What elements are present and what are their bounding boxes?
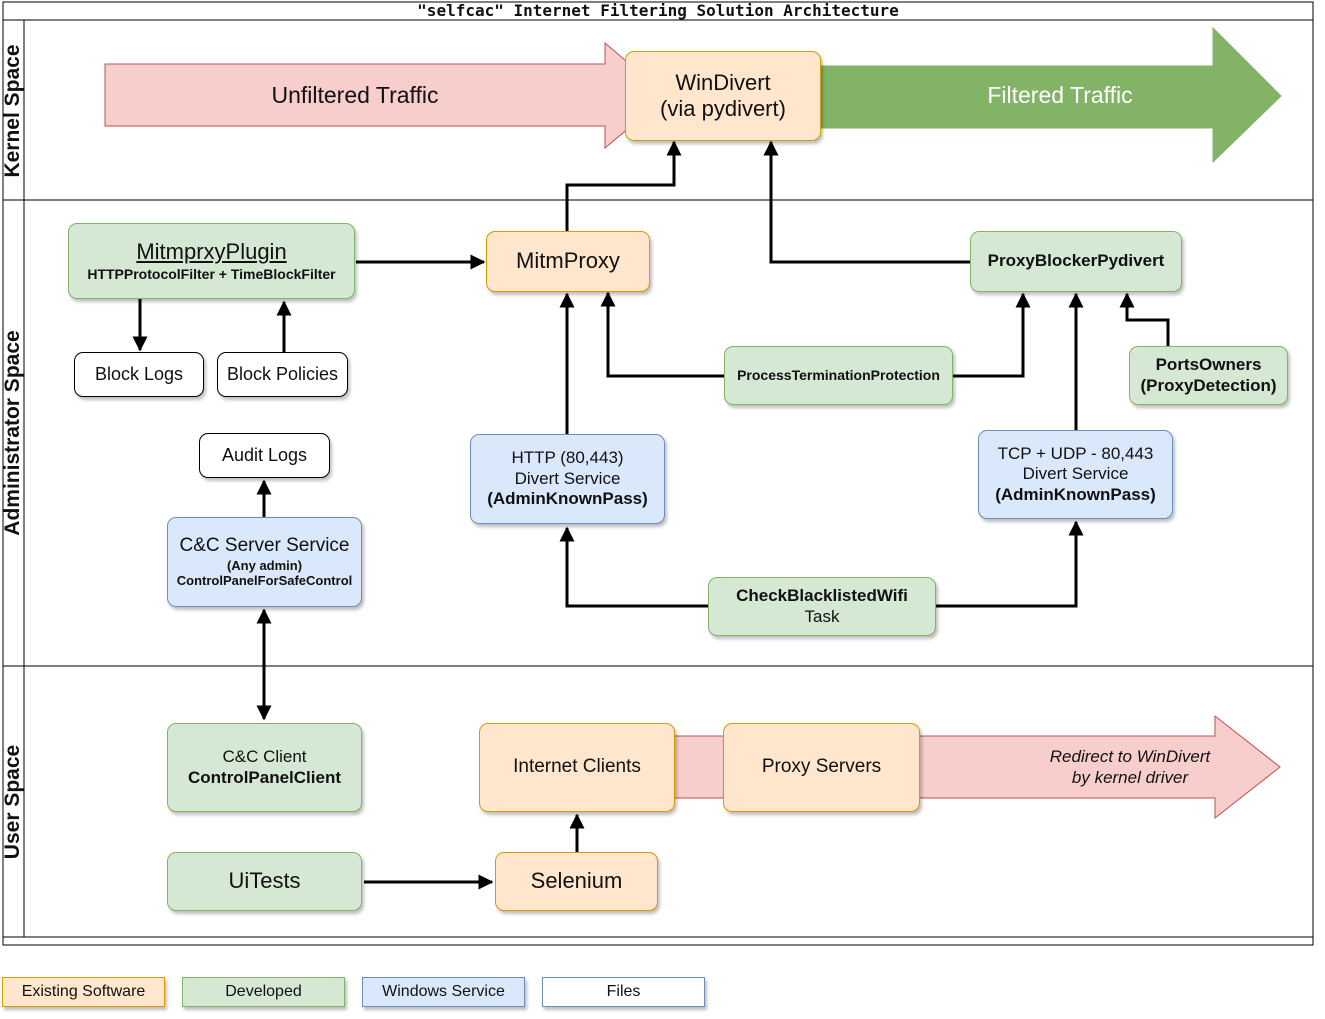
portsowners-name: PortsOwners xyxy=(1155,355,1262,375)
redirect-label-line2: by kernel driver xyxy=(1071,768,1189,787)
audit-logs-name: Audit Logs xyxy=(221,444,308,465)
check-wifi-node: CheckBlacklistedWifi Task xyxy=(708,577,936,636)
http-divert-line1: HTTP (80,443) xyxy=(511,448,624,468)
process-termination-node: ProcessTerminationProtection xyxy=(724,346,953,405)
redirect-label: Redirect to WinDivert by kernel driver xyxy=(1005,746,1255,788)
legend-service: Windows Service xyxy=(362,977,525,1007)
connector-wifi-to-httpdivert xyxy=(559,526,708,608)
legend-existing: Existing Software xyxy=(2,977,165,1007)
lane-label-admin: Administrator Space xyxy=(1,330,24,536)
proxy-servers-node: Proxy Servers xyxy=(723,723,920,812)
tcp-divert-line3: (AdminKnownPass) xyxy=(995,484,1156,504)
proxyblocker-name: ProxyBlockerPydivert xyxy=(987,251,1165,271)
tcp-divert-node: TCP + UDP - 80,443 Divert Service (Admin… xyxy=(978,430,1173,519)
connector-wifi-to-tcpdivert xyxy=(936,520,1084,608)
check-wifi-line2: Task xyxy=(804,606,840,626)
legend-files: Files xyxy=(542,977,705,1007)
connector-protection-to-mitmproxy xyxy=(600,291,724,378)
selenium-name: Selenium xyxy=(530,868,623,894)
cc-client-line1: C&C Client xyxy=(222,747,307,767)
connector-mitmproxy-to-windivert xyxy=(565,140,682,231)
connector-protection-to-proxyblocker xyxy=(953,292,1031,378)
connector-portsowners-to-proxyblocker xyxy=(1119,292,1170,346)
connectors xyxy=(132,140,1170,890)
http-divert-line2: Divert Service xyxy=(514,468,621,488)
cc-server-line3: ControlPanelForSafeControl xyxy=(176,573,353,589)
windivert-name: WinDivert xyxy=(675,69,771,95)
block-logs-node: Block Logs xyxy=(74,352,204,397)
http-divert-line3: (AdminKnownPass) xyxy=(487,489,648,509)
proxyblocker-node: ProxyBlockerPydivert xyxy=(970,231,1182,292)
lane-label-kernel: Kernel Space xyxy=(1,44,24,178)
cc-server-line1: C&C Server Service xyxy=(179,535,350,556)
cc-client-node: C&C Client ControlPanelClient xyxy=(167,723,362,812)
internet-clients-name: Internet Clients xyxy=(513,756,641,778)
windivert-node: WinDivert (via pydivert) xyxy=(625,51,821,141)
http-divert-node: HTTP (80,443) Divert Service (AdminKnown… xyxy=(470,434,665,524)
check-wifi-line1: CheckBlacklistedWifi xyxy=(736,586,908,606)
mitmproxy-node: MitmProxy xyxy=(486,231,650,292)
legend-developed: Developed xyxy=(182,977,345,1007)
windivert-sub: (via pydivert) xyxy=(660,96,786,121)
process-termination-name: ProcessTerminationProtection xyxy=(737,367,940,384)
uitests-name: UiTests xyxy=(228,868,301,894)
uitests-node: UiTests xyxy=(167,852,362,911)
tcp-divert-line2: Divert Service xyxy=(1022,464,1129,484)
filtered-traffic-label: Filtered Traffic xyxy=(987,82,1133,108)
cc-server-line2: (Any admin) xyxy=(226,557,303,573)
block-logs-name: Block Logs xyxy=(94,363,184,384)
mitmproxy-plugin-sub: HTTPProtocolFilter + TimeBlockFilter xyxy=(87,265,336,282)
internet-clients-node: Internet Clients xyxy=(479,723,675,812)
audit-logs-node: Audit Logs xyxy=(199,433,330,478)
portsowners-node: PortsOwners (ProxyDetection) xyxy=(1129,346,1288,405)
filtered-traffic-arrow xyxy=(817,26,1282,164)
mitmproxy-plugin-node: MitmprxyPlugin HTTPProtocolFilter + Time… xyxy=(68,223,355,299)
block-policies-node: Block Policies xyxy=(217,352,348,397)
selenium-node: Selenium xyxy=(495,852,658,911)
cc-server-node: C&C Server Service (Any admin) ControlPa… xyxy=(167,517,362,607)
diagram-frame xyxy=(2,1,1314,946)
mitmproxy-plugin-name: MitmprxyPlugin xyxy=(136,239,287,265)
diagram-title: "selfcac" Internet Filtering Solution Ar… xyxy=(417,1,899,20)
mitmproxy-name: MitmProxy xyxy=(516,248,620,274)
portsowners-sub: (ProxyDetection) xyxy=(1140,375,1277,395)
lane-label-user: User Space xyxy=(1,744,24,860)
block-policies-name: Block Policies xyxy=(226,363,339,384)
tcp-divert-line1: TCP + UDP - 80,443 xyxy=(997,443,1154,463)
unfiltered-traffic-label: Unfiltered Traffic xyxy=(271,82,439,108)
redirect-label-line1: Redirect to WinDivert xyxy=(1049,747,1211,766)
cc-client-line2: ControlPanelClient xyxy=(187,767,341,787)
connector-proxyblocker-to-windivert xyxy=(763,140,970,264)
proxy-servers-name: Proxy Servers xyxy=(761,756,882,778)
